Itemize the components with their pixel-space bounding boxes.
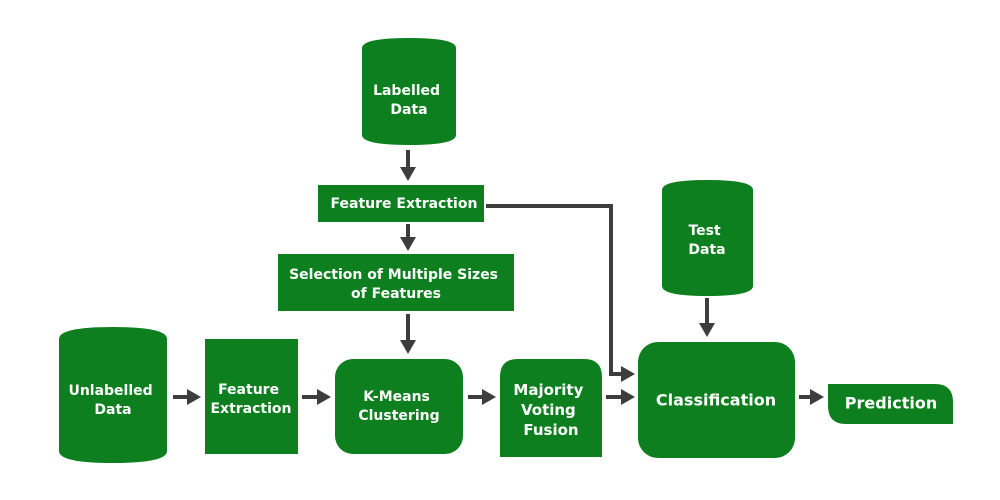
node-label: Labelled Data: [373, 83, 445, 118]
node-feature-extraction-left: Feature Extraction: [205, 339, 298, 454]
node-label: Unlabelled Data: [68, 383, 157, 418]
rounded-rectangle-shape: [638, 342, 795, 458]
rectangle-shape: [318, 185, 484, 222]
node-unlabelled-data: Unlabelled Data: [59, 327, 167, 463]
node-label: Classification: [656, 391, 776, 410]
node-label: Test Data: [688, 223, 725, 258]
edge-majority-voting-to-classification: [606, 389, 635, 405]
top-rounded-rectangle-shape: [500, 359, 602, 457]
node-label: Selection of Multiple Sizes of Features: [289, 267, 503, 302]
edge-classification-to-prediction: [799, 389, 824, 405]
arrowhead-icon: [482, 389, 496, 405]
arrowhead-icon: [400, 340, 416, 354]
edge-feature-extraction-to-kmeans: [302, 389, 331, 405]
arrowhead-icon: [699, 323, 715, 337]
node-classification: Classification: [638, 342, 795, 458]
node-feature-extraction-top: Feature Extraction: [318, 185, 484, 222]
edge-line: [486, 204, 622, 376]
node-selection-of-multiple-sizes: Selection of Multiple Sizes of Features: [278, 254, 514, 311]
arrowhead-icon: [317, 389, 331, 405]
arrowhead-icon: [400, 237, 416, 251]
node-label: Feature Extraction: [210, 382, 291, 417]
cylinder-shape: [662, 180, 753, 296]
node-prediction: Prediction: [828, 384, 953, 424]
edge-selection-to-kmeans: [400, 314, 416, 354]
arrowhead-icon: [621, 366, 635, 382]
node-label: Majority Voting Fusion: [513, 381, 588, 439]
edge-labelled-data-to-feature-extraction: [400, 150, 416, 181]
node-test-data: Test Data: [662, 180, 753, 296]
node-majority-voting-fusion: Majority Voting Fusion: [500, 359, 602, 457]
edge-unlabelled-to-feature-extraction: [173, 389, 201, 405]
node-label: K-Means Clustering: [358, 389, 439, 424]
node-label: Feature Extraction: [331, 196, 478, 212]
edge-feature-extraction-to-classification: [486, 204, 635, 382]
arrowhead-icon: [187, 389, 201, 405]
arrowhead-icon: [621, 389, 635, 405]
edge-test-data-to-classification: [699, 298, 715, 337]
cylinder-shape: [59, 327, 167, 463]
edge-feature-extraction-to-selection: [400, 224, 416, 251]
edges: [173, 150, 824, 405]
cylinder-shape: [362, 38, 456, 145]
edge-kmeans-to-majority-voting: [468, 389, 496, 405]
rectangle-shape: [205, 339, 298, 454]
arrowhead-icon: [400, 167, 416, 181]
arrowhead-icon: [810, 389, 824, 405]
diagonal-rounded-rectangle-shape: [828, 384, 953, 424]
rounded-rectangle-shape: [335, 359, 463, 454]
rectangle-shape: [278, 254, 514, 311]
node-labelled-data: Labelled Data: [362, 38, 456, 145]
node-label: Prediction: [845, 394, 937, 413]
node-kmeans-clustering: K-Means Clustering: [335, 359, 463, 454]
